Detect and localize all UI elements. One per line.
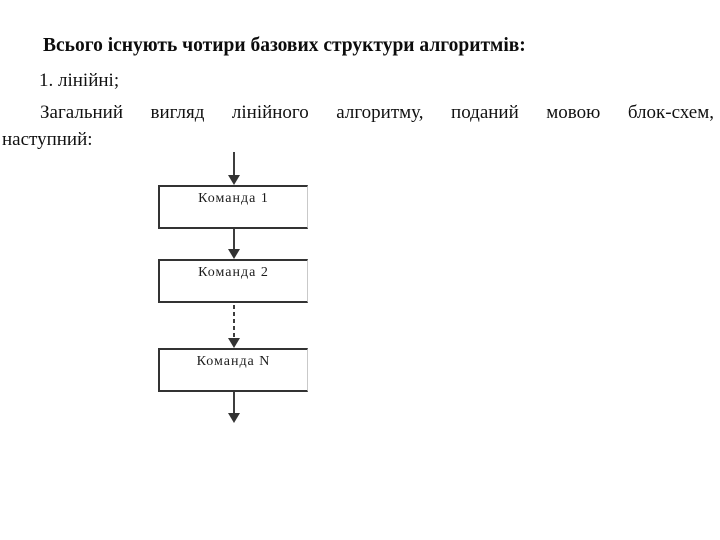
arrow-down-icon: [228, 338, 240, 348]
flow-arrow-line-start: [233, 152, 235, 176]
flow-arrow-dashed-line-2-n: [233, 305, 235, 339]
paragraph-line-1: Загальний вигляд лінійного алгоритму, по…: [40, 102, 714, 123]
flow-arrow-line-1-2: [233, 229, 235, 250]
flowchart-box-label: Команда N: [196, 354, 271, 369]
list-item-linear: 1. лінійні;: [39, 70, 120, 91]
flow-arrow-line-end: [233, 392, 235, 414]
flowchart-box-label: Команда 2: [198, 265, 269, 280]
arrow-down-icon: [228, 413, 240, 423]
flowchart-box-command-1: Команда 1: [158, 185, 308, 229]
slide-heading: Всього існують чотири базових структури …: [43, 35, 526, 56]
flowchart-box-command-2: Команда 2: [158, 259, 308, 303]
paragraph-line-2: наступний:: [2, 129, 93, 150]
description-paragraph: Загальний вигляд лінійного алгоритму, по…: [2, 99, 714, 153]
flowchart-box-label: Команда 1: [198, 191, 269, 206]
arrow-down-icon: [228, 175, 240, 185]
flowchart-box-command-n: Команда N: [158, 348, 308, 392]
arrow-down-icon: [228, 249, 240, 259]
